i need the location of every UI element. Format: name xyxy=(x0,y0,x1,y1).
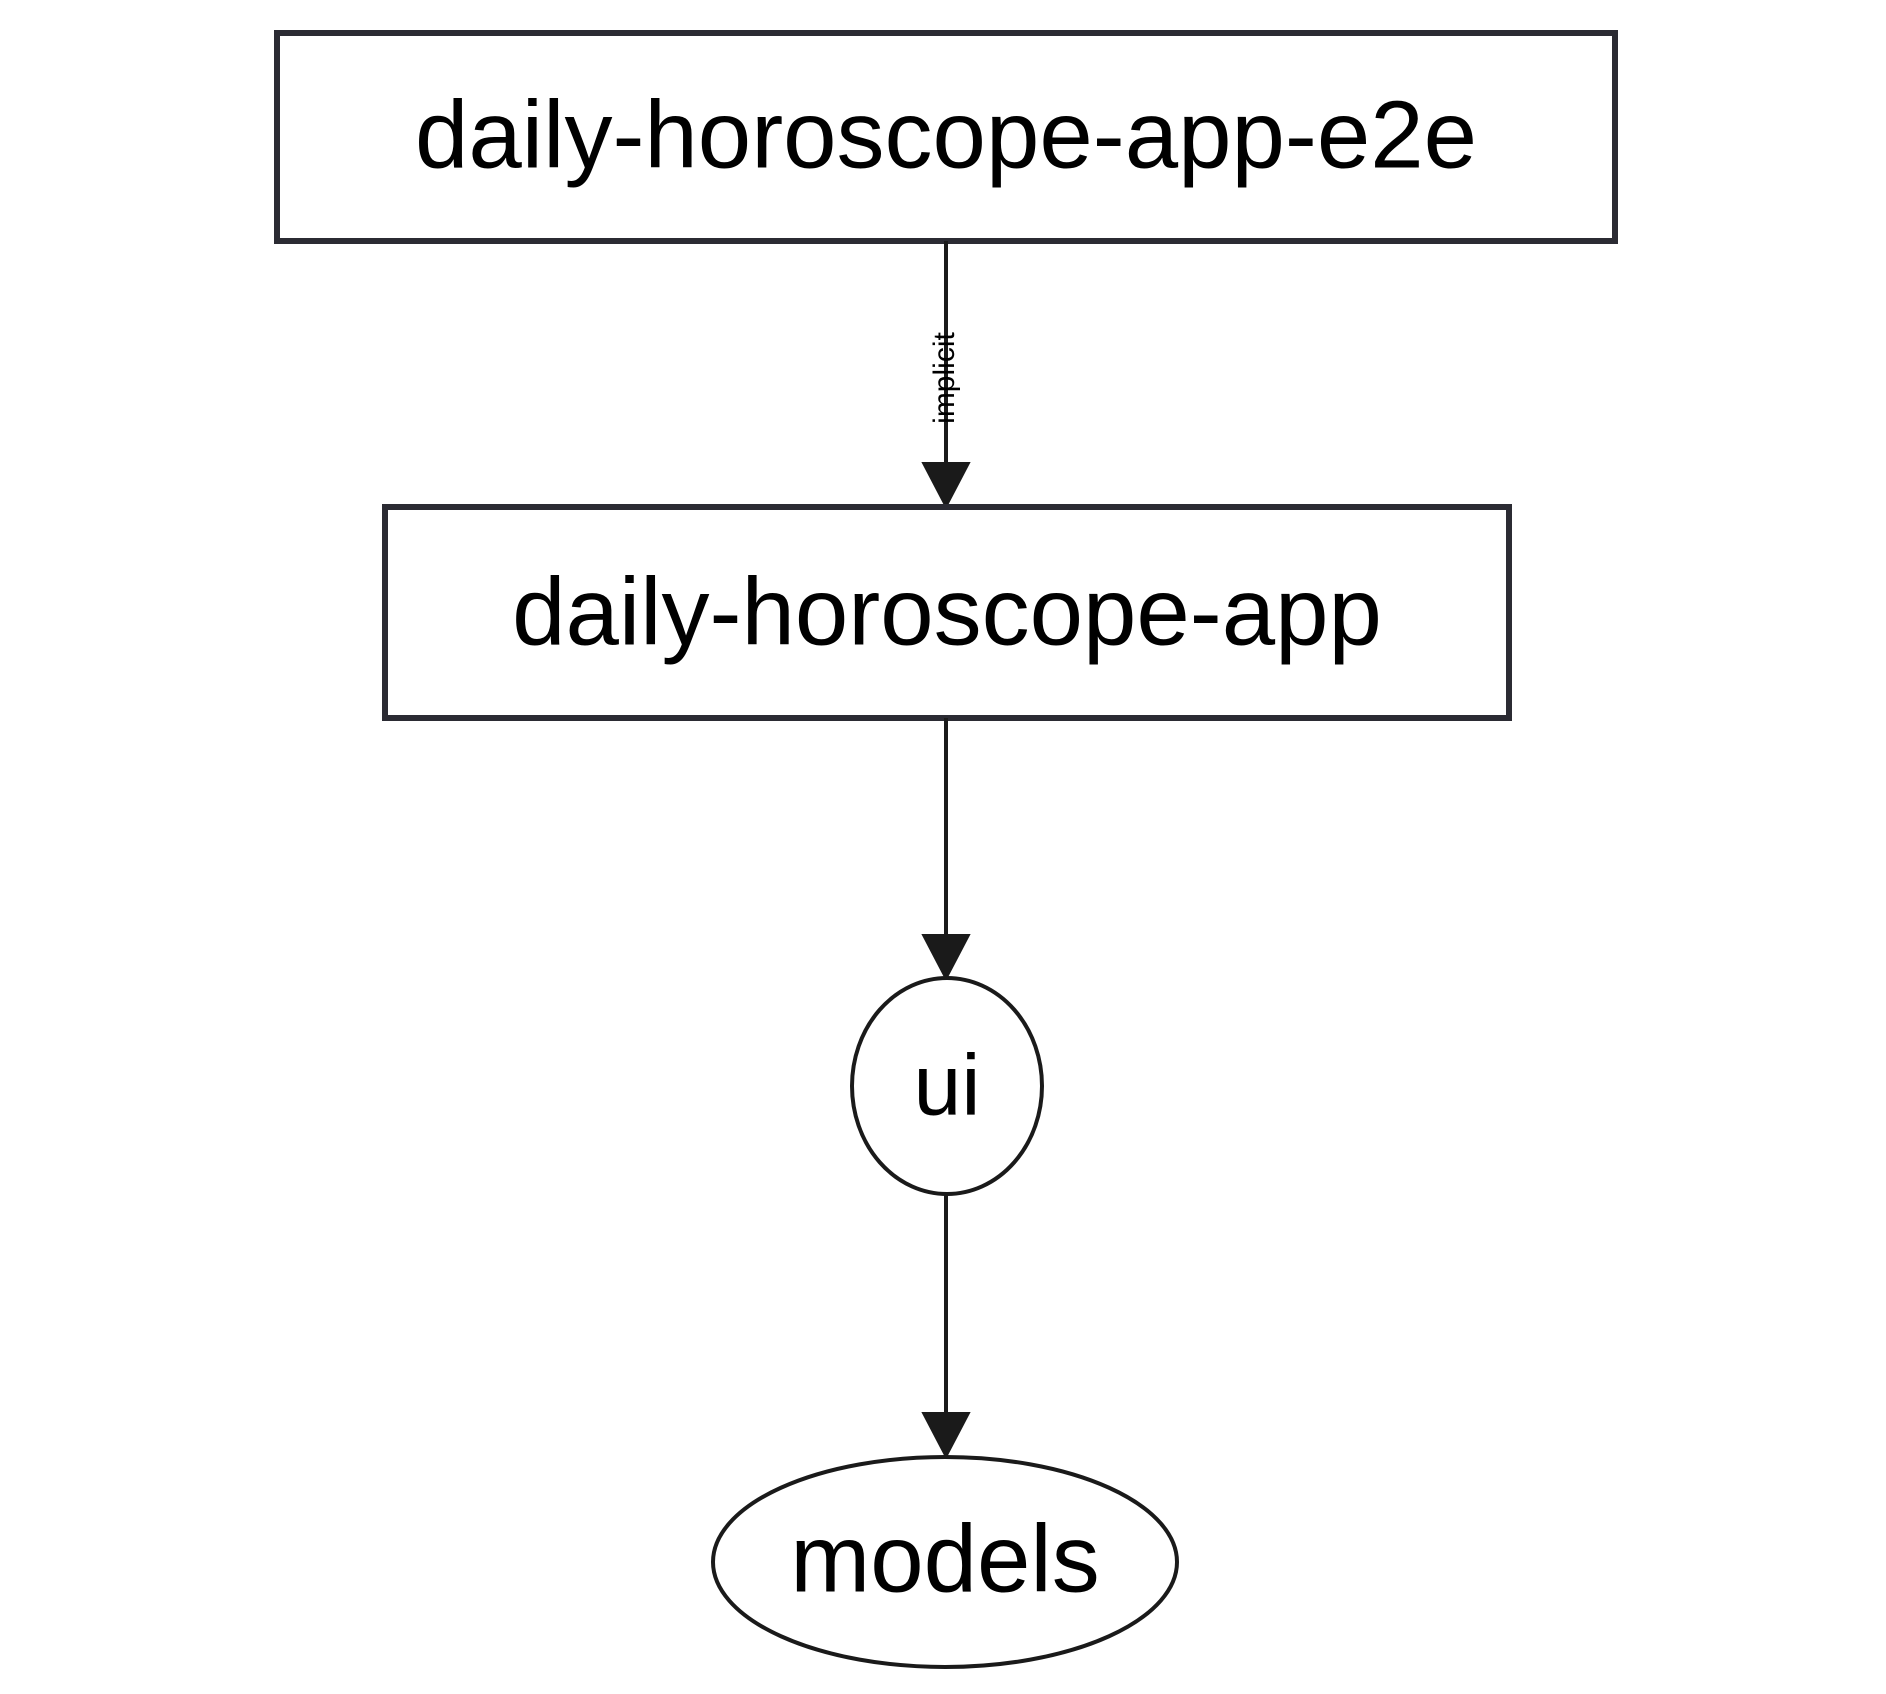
edge-label-implicit: implicit xyxy=(928,332,961,424)
edge-ui-to-models[interactable] xyxy=(921,1194,971,1460)
node-label-daily-horoscope-app: daily-horoscope-app xyxy=(512,558,1382,665)
node-box-shape xyxy=(274,30,1618,244)
edge-arrowhead-icon xyxy=(921,1412,971,1460)
edge-arrowhead-icon xyxy=(921,462,971,510)
node-ellipse-shape xyxy=(711,1455,1179,1669)
node-daily-horoscope-app[interactable]: daily-horoscope-app xyxy=(382,504,1512,721)
node-label-models: models xyxy=(790,1505,1099,1612)
node-label-ui: ui xyxy=(914,1038,981,1134)
edge-app-to-ui[interactable] xyxy=(921,718,971,982)
edge-e2e-to-app[interactable]: implicit xyxy=(921,241,971,510)
node-ui[interactable]: ui xyxy=(850,976,1044,1196)
node-box-shape xyxy=(382,504,1512,721)
node-label-daily-horoscope-app-e2e: daily-horoscope-app-e2e xyxy=(415,81,1477,188)
node-daily-horoscope-app-e2e[interactable]: daily-horoscope-app-e2e xyxy=(274,30,1618,244)
edge-arrowhead-icon xyxy=(921,934,971,982)
node-models[interactable]: models xyxy=(711,1455,1179,1669)
